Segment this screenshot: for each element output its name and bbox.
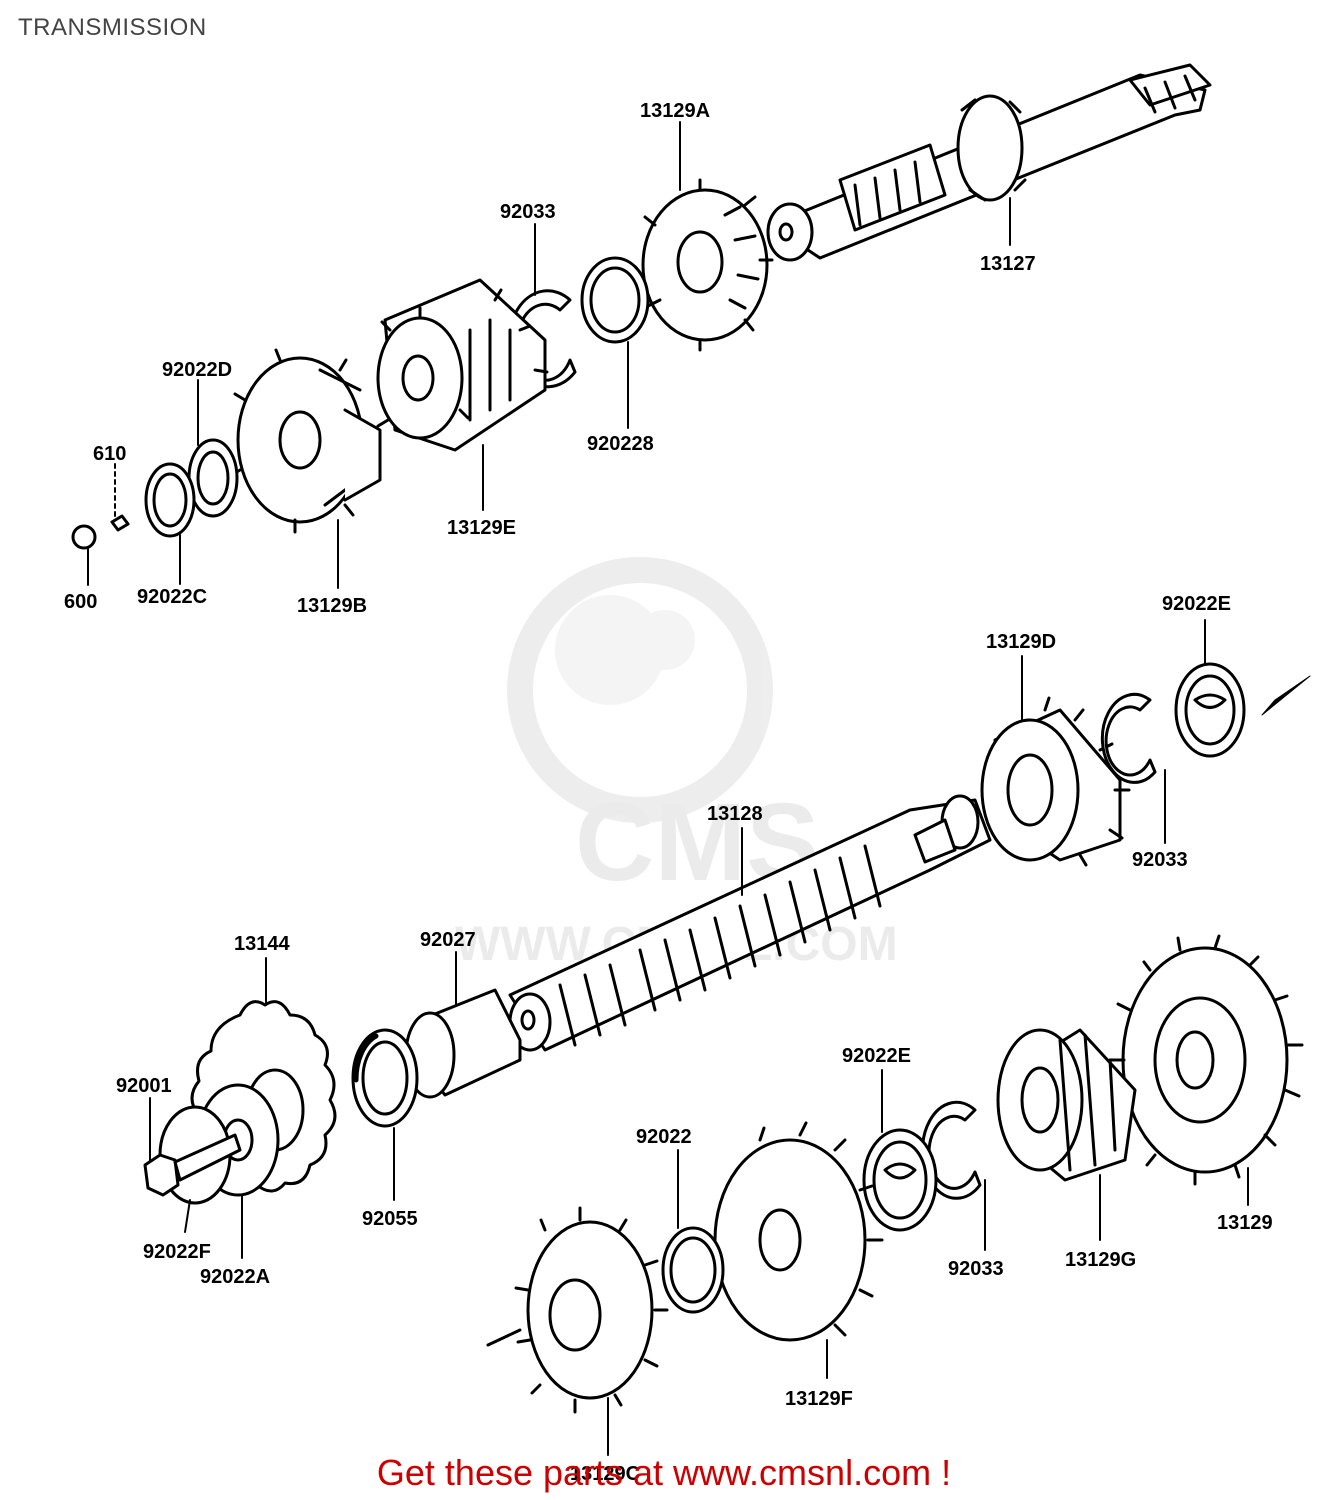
part-labels: 13129A 92033 13127 92022D 610 600 92022C… [64,100,1273,1485]
part-label: 92022E [1162,593,1231,615]
direction-arrow-lower [486,1328,522,1347]
circlip-92033-mid [1100,692,1157,784]
part-label: 13129A [640,100,710,122]
part-label: 920228 [587,433,654,455]
gear-13129g [996,1028,1137,1182]
part-label: 610 [93,443,126,465]
part-label: 13129F [785,1388,853,1410]
gear-13129a [641,178,774,352]
direction-arrow-upper [1261,675,1311,716]
leader-lines [87,121,1249,1456]
gear-13129e [376,278,549,452]
part-label: 92022E [842,1045,911,1067]
washer-92022 [661,1226,725,1314]
part-label: 13144 [234,933,290,955]
part-label: 13128 [707,803,763,825]
washer-92022c [144,462,196,538]
washer-92022d [187,438,239,518]
input-shaft-13127 [766,63,1212,262]
collar-92027 [404,988,522,1099]
page-title: TRANSMISSION [18,14,207,41]
part-label: 92022F [143,1241,211,1263]
part-label: 92022C [137,586,207,608]
part-label: 92022D [162,359,232,381]
gear-13129 [1108,934,1304,1186]
part-label: 92055 [362,1208,418,1230]
part-label: 13129E [447,517,516,539]
footer-link[interactable]: Get these parts at www.cmsnl.com ! [376,1452,952,1493]
part-label: 92022A [200,1266,270,1288]
gear-13129f [713,1121,884,1342]
part-label: 13129G [1065,1249,1136,1271]
part-label: 600 [64,591,97,613]
circlip-92033-lower [921,1100,982,1200]
bolt-92001 [143,1133,242,1197]
part-label: 92027 [420,929,476,951]
gear-13129b [228,348,382,534]
part-label: 92033 [1132,849,1188,871]
part-label: 92001 [116,1075,172,1097]
part-label: 92022 [636,1126,692,1148]
ball-600 [71,524,97,550]
part-label: 92033 [500,201,556,223]
part-label: 13129 [1217,1212,1273,1234]
washer-92022e-lower [862,1128,938,1232]
washer-92022e-upper [1174,662,1246,758]
part-label: 13129D [986,631,1056,653]
part-label: 13127 [980,253,1036,275]
seal-92055 [351,1028,419,1128]
part-label: 13129C [570,1463,640,1485]
washer-920228 [580,256,650,344]
gear-13129c [514,1206,669,1414]
pin-610 [110,514,130,532]
part-label: 92033 [948,1258,1004,1280]
output-shaft-13128 [508,794,992,1052]
part-label: 13129B [297,595,367,617]
